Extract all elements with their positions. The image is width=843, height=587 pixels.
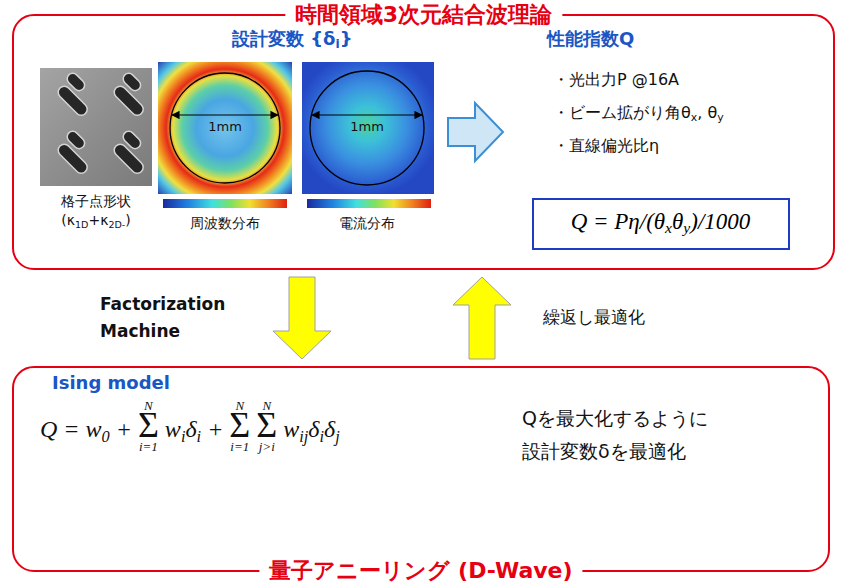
text-run <box>250 416 256 442</box>
text-run: 0 <box>102 427 110 446</box>
text-run: x <box>665 220 672 237</box>
sum-limit: N <box>235 399 244 412</box>
text-run: ij <box>299 427 308 446</box>
text-run: + <box>201 416 229 442</box>
text-run: Factorization Machine <box>100 294 225 341</box>
text-run: Ising model <box>52 372 170 393</box>
text-run: ・直線偏光比η <box>553 136 659 155</box>
current-map-part <box>310 71 424 185</box>
section-heading: 設計変数 {δi} <box>232 28 352 53</box>
theory-frame: 時間領域3次元結合波理論Q = Pη/(θxθy)/1000 <box>12 14 835 270</box>
frequency-map <box>158 62 292 208</box>
metric-item: ・光出力P @16A <box>553 70 679 90</box>
sum-limit: N <box>144 399 153 412</box>
goal-text: Qを最大化するように 設計変数δを最適化 <box>522 402 767 469</box>
image-caption: 電流分布 <box>339 215 395 233</box>
text-run: 2D- <box>108 219 125 230</box>
text-run: 繰返し最適化 <box>543 307 645 327</box>
text-run: 性能指数Q <box>547 28 634 49</box>
text-run: y <box>683 220 690 237</box>
text-run: Q = w <box>40 416 102 442</box>
section-heading: 性能指数Q <box>547 28 634 51</box>
metric-item: ・ビーム拡がり角θx, θy <box>553 103 724 125</box>
current-map-part <box>307 199 431 208</box>
current-map-part <box>312 114 422 115</box>
text-run: 時間領域3次元結合波理論 <box>295 2 552 27</box>
image-caption: 格子点形状 (κ1D+κ2D-) <box>40 192 152 231</box>
text-run: i <box>335 37 339 51</box>
dimension-label: 1mm <box>350 119 384 135</box>
text-run: j <box>335 427 340 446</box>
edge-label: Factorization Machine <box>98 291 237 345</box>
image-caption: 周波数分布 <box>190 215 260 233</box>
text-run: 電流分布 <box>339 215 395 231</box>
text-run: θ <box>672 209 683 234</box>
frequency-map-part <box>170 73 280 183</box>
sem-image-part <box>110 71 157 118</box>
text-run: )/1000 <box>690 209 750 234</box>
formula-text: Q = Pη/(θxθy)/1000 <box>571 208 751 238</box>
text-run: 1D <box>75 219 88 230</box>
frame-title: 時間領域3次元結合波理論 <box>285 2 562 28</box>
annealing-frame: 量子アニーリング (D-Wave) <box>12 366 830 572</box>
text-run: x <box>691 111 697 124</box>
text-run: j>i <box>259 439 275 454</box>
current-map-part <box>302 62 434 194</box>
sum-limit: j>i <box>259 440 275 453</box>
text-run: δ <box>324 416 335 442</box>
text-run: i=1 <box>139 439 158 454</box>
flow-arrow-part <box>448 103 503 161</box>
sem-image-part <box>54 129 101 176</box>
text-run: 1mm <box>350 119 384 134</box>
text-run: w <box>159 416 181 442</box>
sem-image <box>40 68 156 186</box>
text-run: N <box>262 398 271 413</box>
frequency-map-part <box>172 114 278 115</box>
text-run: + <box>110 416 138 442</box>
frame-title: 量子アニーリング (D-Wave) <box>259 558 582 584</box>
model-heading: Ising model <box>52 372 170 395</box>
frequency-map-part <box>163 199 287 208</box>
text-run: y <box>717 111 723 124</box>
text-run: Qを最大化するように 設計変数δを最適化 <box>522 407 708 462</box>
block-arrow <box>453 277 511 359</box>
sum-limit: i=1 <box>139 440 158 453</box>
text-run: δ <box>308 416 319 442</box>
sem-image-part <box>110 129 157 176</box>
block-arrow <box>273 277 331 359</box>
metric-item: ・直線偏光比η <box>553 136 659 156</box>
dimension-label: 1mm <box>208 119 242 135</box>
sum-limit: i=1 <box>230 440 249 453</box>
text-run: w <box>277 416 299 442</box>
sum-limit: N <box>262 399 271 412</box>
text-run: i <box>181 427 186 446</box>
text-run: ・光出力P @16A <box>553 70 679 89</box>
text-run: 設計変数 {δ <box>232 28 335 49</box>
text-run: , θ <box>697 103 717 122</box>
text-run: δ <box>185 416 196 442</box>
current-map <box>302 62 434 208</box>
text-run: Q = Pη/(θ <box>571 209 665 234</box>
edge-label: 繰返し最適化 <box>541 304 647 331</box>
text-run: i <box>197 427 202 446</box>
text-run: 1mm <box>208 119 242 134</box>
sem-image-part <box>54 71 101 118</box>
text-run: i <box>319 427 324 446</box>
text-run: ) <box>125 212 130 228</box>
formula-box: Q = Pη/(θxθy)/1000 <box>532 198 790 250</box>
text-run: } <box>340 28 353 49</box>
ising-formula: Q = w0 + Σ wiδi + Σ Σ wijδiδj <box>40 404 340 447</box>
flow-arrow <box>448 103 503 161</box>
text-run: 周波数分布 <box>190 215 260 231</box>
text-run: N <box>235 398 244 413</box>
text-run: N <box>144 398 153 413</box>
frequency-map-part <box>158 62 292 194</box>
text-run: 量子アニーリング (D-Wave) <box>269 558 572 583</box>
text-run: i=1 <box>230 439 249 454</box>
text-run: ・ビーム拡がり角θ <box>553 103 691 122</box>
text-run: +κ <box>88 212 108 228</box>
